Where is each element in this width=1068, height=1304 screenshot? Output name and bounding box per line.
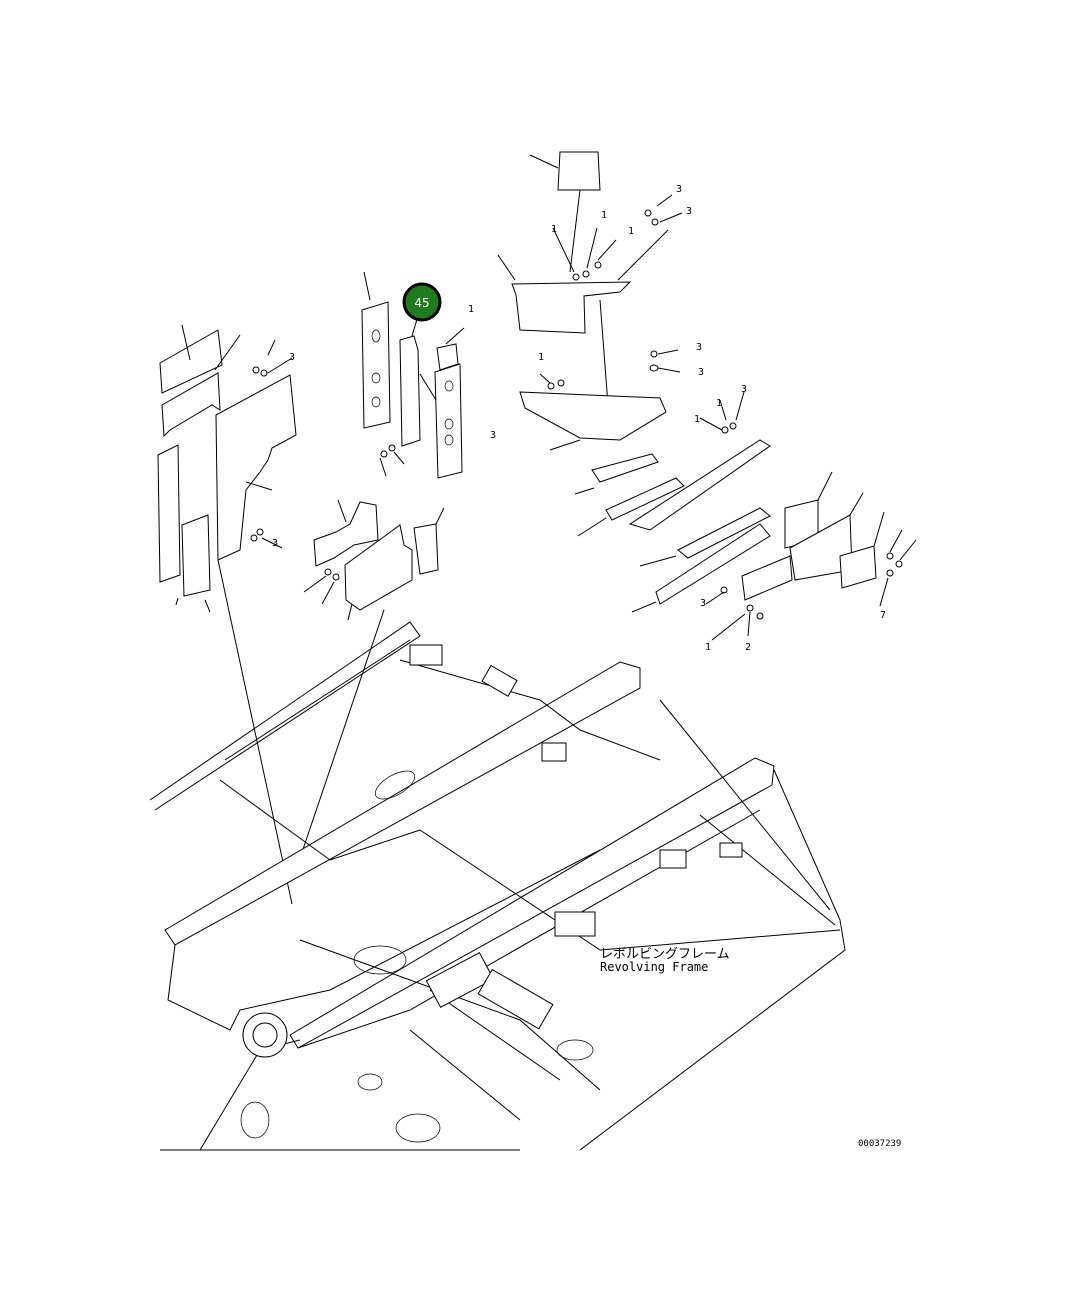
bolt	[886, 569, 894, 577]
leader-number: 3	[698, 367, 704, 378]
bolt	[729, 422, 737, 430]
callout-marker[interactable]	[402, 282, 442, 322]
bolt	[644, 209, 652, 217]
side-beam	[164, 661, 641, 946]
shim-block	[605, 477, 685, 521]
bolt	[720, 586, 728, 594]
bolt	[252, 366, 260, 374]
leader-number: 3	[272, 538, 278, 549]
clip	[659, 849, 687, 869]
washer	[260, 369, 268, 377]
bracket-plate	[511, 281, 632, 334]
bracket-block	[425, 951, 495, 1009]
bolt	[256, 528, 264, 536]
bolt	[572, 273, 580, 281]
leader-number: 3	[686, 206, 692, 217]
frame-label-en: Revolving Frame	[600, 960, 708, 974]
leader-number: 1	[694, 414, 700, 425]
leader-number: 7	[880, 610, 886, 621]
washer	[649, 364, 659, 372]
block	[413, 523, 439, 575]
bolt	[594, 261, 602, 269]
leader-number: 1	[601, 210, 607, 221]
leader-number: 3	[741, 384, 747, 395]
center-beam	[289, 757, 775, 1049]
main-plate	[215, 374, 297, 561]
mount-plate	[344, 524, 413, 611]
pad-block	[557, 151, 601, 191]
clip	[481, 664, 518, 697]
leader-number: 1	[468, 304, 474, 315]
leader-number: 3	[676, 184, 682, 195]
bolt	[582, 270, 590, 278]
leader-number: 3	[490, 430, 496, 441]
clip	[541, 742, 567, 762]
saddle-pad	[313, 501, 379, 567]
clip	[409, 644, 443, 666]
bolt	[547, 382, 555, 390]
bolt	[721, 426, 729, 434]
short-block	[181, 514, 211, 597]
bolt	[886, 552, 894, 560]
bolt	[250, 534, 258, 542]
bolt	[388, 444, 396, 452]
center-parts	[303, 271, 465, 621]
drawing-id: 00037239	[858, 1139, 901, 1149]
channel-bar	[628, 439, 771, 531]
leader-number: 1	[716, 398, 722, 409]
shim-block	[591, 453, 659, 483]
bracket	[741, 555, 793, 601]
slotted-plate	[361, 301, 391, 429]
frame-label-jp: レボルビングフレーム	[600, 947, 730, 962]
notched-pad	[161, 372, 221, 438]
bolt	[332, 573, 340, 581]
leader-number: 2	[745, 642, 751, 653]
bolt	[380, 450, 388, 458]
callout-45[interactable]: 45	[402, 282, 442, 322]
small-block	[436, 343, 459, 371]
bolt	[746, 604, 754, 612]
upper-pad	[159, 329, 223, 394]
triangle-plate	[519, 391, 667, 441]
leader-number: 1	[705, 642, 711, 653]
leader-number: 1	[551, 224, 557, 235]
slotted-plate-right	[434, 363, 463, 479]
revolving-frame	[149, 621, 846, 1151]
clip	[719, 842, 743, 858]
bolt	[756, 612, 764, 620]
bolt	[895, 560, 903, 568]
leader-number: 3	[289, 352, 295, 363]
leader-numbers: 3 3 1 1 1 3 3 1 3 1 1 3 3 3 1 3 7 1 2	[272, 184, 886, 653]
bolt	[650, 350, 658, 358]
leader-number: 1	[538, 352, 544, 363]
mount-block	[554, 911, 596, 937]
bolt	[557, 379, 565, 387]
vertical-strip	[157, 444, 181, 583]
leader-number: 1	[628, 226, 634, 237]
center-bracket	[399, 335, 421, 447]
callout-number[interactable]: 45	[414, 296, 429, 310]
bracket-block	[477, 968, 554, 1030]
washer	[651, 218, 659, 226]
top-right-parts	[497, 151, 917, 641]
leader-number: 3	[700, 598, 706, 609]
long-bar	[655, 523, 771, 605]
bar	[677, 507, 771, 559]
left-parts	[157, 324, 385, 905]
leader-number: 3	[696, 342, 702, 353]
pad	[839, 545, 877, 589]
bolt	[324, 568, 332, 576]
